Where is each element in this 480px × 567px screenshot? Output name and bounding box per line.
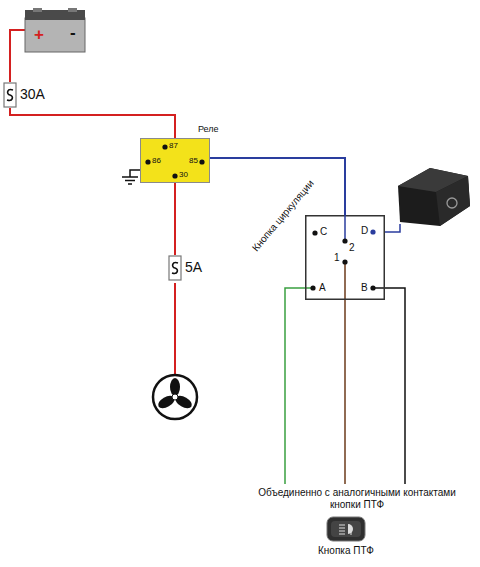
battery-terminal <box>33 8 42 12</box>
fuse: 5A <box>168 255 205 281</box>
relay: Реле87868530 <box>140 138 210 183</box>
fuse: 30A <box>3 82 48 108</box>
switch-body <box>305 215 385 300</box>
pin-number: 85 <box>189 157 198 166</box>
terminal-sign: + <box>34 26 44 45</box>
contact-dot <box>342 238 347 243</box>
button-icon <box>447 198 457 208</box>
contact-dot <box>162 144 167 149</box>
contact-label: B <box>361 282 368 293</box>
fan-hub <box>172 394 178 400</box>
fuse-link <box>7 90 13 101</box>
fuse-body <box>4 83 16 107</box>
contact-label: D <box>361 225 368 236</box>
contact-dot <box>370 229 375 234</box>
fuse-body <box>169 256 181 280</box>
battery: +- <box>25 8 85 52</box>
contact-label: C <box>320 226 327 237</box>
button-body <box>398 168 470 226</box>
fan-symbol <box>153 375 197 419</box>
fuse-rating: 30A <box>20 87 45 102</box>
pin-number: 87 <box>169 142 178 151</box>
fan-ring <box>153 375 197 419</box>
ptf-button-face <box>331 521 361 537</box>
fuse-rating: 5A <box>185 260 202 275</box>
control-wire <box>385 224 400 232</box>
ground-bars <box>122 177 138 184</box>
contact-label: 1 <box>334 252 340 263</box>
contact-dot <box>199 159 204 164</box>
ground-wire <box>130 170 140 177</box>
fuse-symbol <box>168 255 184 281</box>
green-wire <box>285 288 313 484</box>
ptf-button-body <box>327 517 365 541</box>
contact-dot <box>342 259 347 264</box>
pin-number: 86 <box>152 157 161 166</box>
control-wire <box>344 215 346 241</box>
circulation-button-photo <box>398 168 470 226</box>
ptf-wires <box>285 262 405 484</box>
battery-terminal <box>68 8 77 12</box>
fan-blade <box>170 378 180 396</box>
contact-dot <box>172 173 177 178</box>
contact-dot <box>312 230 317 235</box>
switch-outline <box>306 216 385 300</box>
ptf-beams <box>339 525 351 535</box>
wire <box>10 30 25 82</box>
battery-body <box>25 18 85 52</box>
contact-dot <box>145 159 150 164</box>
button-caption: Кнопка ПТФ <box>318 545 374 557</box>
wire <box>10 108 175 138</box>
brown-wire <box>344 262 346 484</box>
power-wire <box>174 283 176 374</box>
contact-label: 2 <box>349 242 355 253</box>
button-face <box>436 176 470 226</box>
pin-number: 30 <box>179 171 188 180</box>
ptf-button-icon <box>327 517 365 541</box>
wire <box>174 183 176 255</box>
switch-box: Кнопка циркуляцииC2D1AB <box>305 215 385 300</box>
fuse-symbol <box>3 82 19 108</box>
wire <box>210 158 345 215</box>
black-wire <box>373 288 405 484</box>
terminal-sign: - <box>70 24 76 43</box>
contact-label: A <box>319 282 326 293</box>
note: Объединенно с аналогичными контактами кн… <box>257 487 457 510</box>
relay-case <box>141 139 210 183</box>
contact-dot <box>370 285 375 290</box>
fuse-link <box>172 263 178 274</box>
contact-dot <box>310 285 315 290</box>
relay-title: Реле <box>198 125 219 135</box>
ground-symbol <box>122 170 140 184</box>
